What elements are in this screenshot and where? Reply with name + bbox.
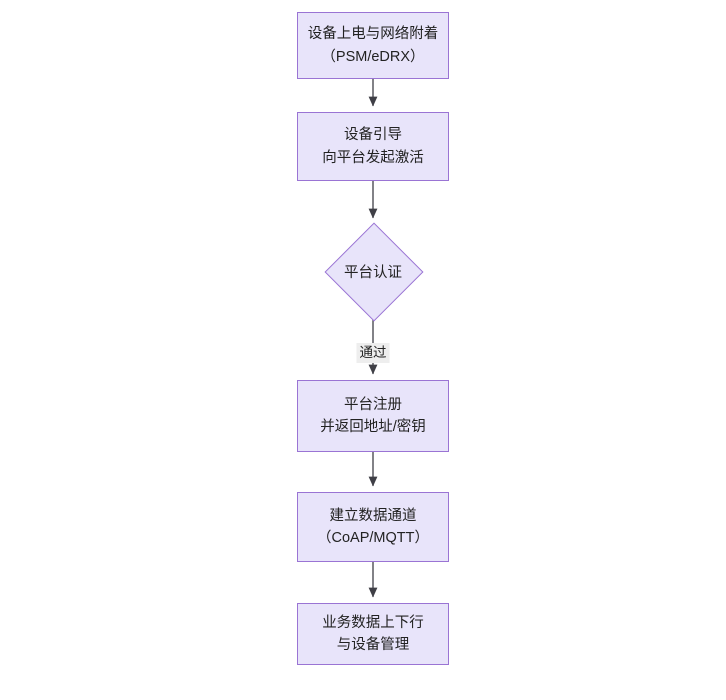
flow-node-line: 与设备管理 <box>336 637 410 653</box>
flow-node-line: 设备上电与网络附着 <box>307 26 439 43</box>
flow-node-device-bootstrap[interactable]: 设备引导 向平台发起激活 <box>297 112 449 181</box>
flow-node-line: （PSM/eDRX） <box>321 48 425 65</box>
flow-node-platform-register[interactable]: 平台注册 并返回地址/密钥 <box>297 380 449 452</box>
flow-node-line: 业务数据上下行 <box>322 614 424 631</box>
flow-node-line: 平台认证 <box>344 264 402 281</box>
flow-node-device-power-on[interactable]: 设备上电与网络附着 （PSM/eDRX） <box>297 12 449 79</box>
flow-node-line: 并返回地址/密钥 <box>320 419 426 435</box>
flow-node-data-channel[interactable]: 建立数据通道 （CoAP/MQTT） <box>297 492 449 562</box>
flow-node-line: （CoAP/MQTT） <box>317 530 429 546</box>
flow-node-business-data[interactable]: 业务数据上下行 与设备管理 <box>297 603 449 665</box>
flow-node-line: 平台注册 <box>344 396 402 413</box>
flow-node-line: 建立数据通道 <box>329 507 417 524</box>
edge-label-pass: 通过 <box>356 343 390 364</box>
flow-node-platform-auth-decision[interactable]: 平台认证 <box>324 222 424 322</box>
flow-node-line: 设备引导 <box>344 127 402 144</box>
flow-node-line: 向平台发起激活 <box>322 149 424 166</box>
